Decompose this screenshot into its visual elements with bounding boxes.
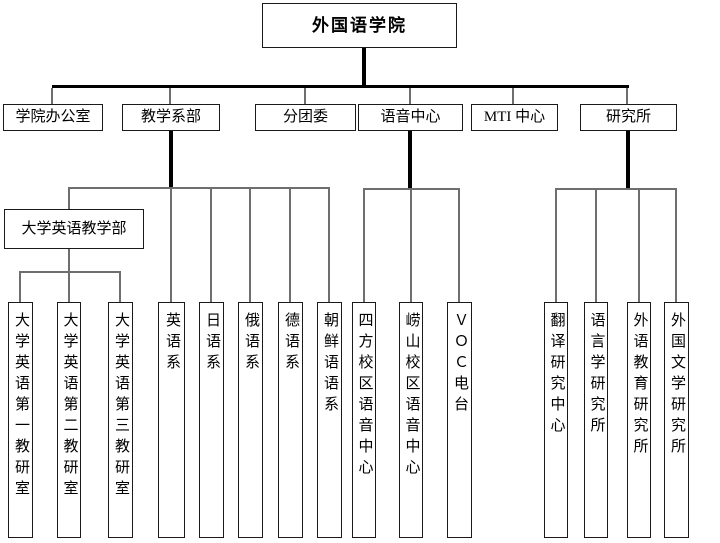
org-box-fl-education-institute: 外语教育研究所 (627, 302, 651, 538)
connector-drop-linguistics (595, 190, 597, 302)
connector-drop-section2 (68, 273, 70, 302)
org-box-english-dept-label: 英语系 (164, 312, 180, 375)
org-box-laoshan-voice-center-label: 崂山校区语音中心 (403, 312, 420, 480)
connector-research-rail (555, 188, 677, 190)
org-box-english-section-3-label: 大学英语第三教研室 (113, 312, 129, 501)
org-box-english-dept: 英语系 (158, 302, 185, 538)
org-box-research-institute: 研究所 (580, 104, 677, 131)
org-box-sifang-voice-center: 四方校区语音中心 (352, 302, 376, 538)
connector-drop-research (626, 88, 628, 105)
org-box-translation-research-center-label: 翻译研究中心 (548, 312, 565, 438)
connector-drop-mti (512, 88, 514, 105)
connector-drop-voc (458, 190, 460, 302)
org-box-research-institute-label: 研究所 (605, 109, 651, 125)
org-box-voc-radio: ＶＯＣ电台 (447, 302, 472, 538)
connector-drop-voice (409, 88, 411, 105)
org-box-fl-education-institute-label: 外语教育研究所 (631, 312, 648, 459)
org-box-voice-center: 语音中心 (358, 104, 463, 131)
org-box-english-section-2: 大学英语第二教研室 (57, 302, 81, 538)
org-box-voc-radio-label: ＶＯＣ电台 (452, 312, 468, 417)
connector-teaching-rail (68, 187, 330, 189)
org-box-translation-research-center: 翻译研究中心 (544, 302, 568, 538)
org-box-linguistics-institute: 语言学研究所 (584, 302, 608, 538)
connector-drop-german (289, 189, 291, 302)
connector-drop-english (170, 189, 172, 302)
org-box-russian-dept: 俄语系 (238, 302, 263, 538)
org-box-english-section-1: 大学英语第一教研室 (8, 302, 33, 538)
connector-drop-foreign-literature (675, 190, 677, 302)
org-box-mti-center: MTI 中心 (471, 104, 558, 131)
connector-teaching-vertical (169, 131, 173, 188)
connector-drop-russian (249, 189, 251, 302)
connector-drop-fl-education (638, 190, 640, 302)
org-box-voice-center-label: 语音中心 (380, 109, 441, 125)
connector-drop-sifang (363, 190, 365, 302)
org-box-foreign-literature-institute-label: 外国文学研究所 (669, 312, 685, 459)
connector-drop-section3 (119, 273, 121, 302)
connector-main-rail (52, 85, 629, 88)
connector-voice-vertical (408, 131, 412, 188)
connector-drop-office (51, 88, 53, 105)
connector-drop-laoshan (410, 190, 412, 302)
connector-drop-teaching (169, 88, 171, 105)
connector-drop-section1 (19, 273, 21, 302)
org-box-root: 外国语学院 (262, 3, 457, 48)
org-box-sifang-voice-center-label: 四方校区语音中心 (356, 312, 373, 480)
org-box-japanese-dept: 日语系 (199, 302, 224, 538)
org-box-english-section-2-label: 大学英语第二教研室 (61, 312, 78, 501)
connector-root-vertical (362, 48, 366, 88)
org-box-laoshan-voice-center: 崂山校区语音中心 (399, 302, 423, 538)
connector-drop-translation (555, 190, 557, 302)
org-box-korean-dept: 朝鲜语语系 (317, 302, 342, 538)
org-box-teaching-departments: 教学系部 (122, 104, 220, 131)
org-box-youth-league-label: 分团委 (282, 109, 328, 125)
org-box-college-english-dept: 大学英语教学部 (4, 209, 144, 249)
connector-drop-korean (328, 189, 330, 302)
connector-research-vertical (626, 131, 630, 188)
org-box-german-dept-label: 德语系 (283, 312, 299, 375)
connector-dept-rail (19, 271, 121, 273)
org-box-english-section-1-label: 大学英语第一教研室 (13, 312, 29, 501)
connector-voice-rail (363, 188, 460, 190)
org-box-russian-dept-label: 俄语系 (243, 312, 259, 375)
connector-drop-college-english-dept (68, 189, 70, 209)
connector-dept-vertical (68, 249, 70, 271)
org-box-mti-center-label: MTI 中心 (483, 109, 546, 125)
org-box-root-label: 外国语学院 (312, 16, 407, 35)
org-box-teaching-departments-label: 教学系部 (140, 109, 201, 125)
org-box-korean-dept-label: 朝鲜语语系 (322, 312, 338, 417)
org-box-foreign-literature-institute: 外国文学研究所 (664, 302, 689, 538)
org-box-german-dept: 德语系 (278, 302, 303, 538)
connector-drop-japanese (210, 189, 212, 302)
connector-drop-league (304, 88, 306, 105)
org-box-college-office-label: 学院办公室 (15, 109, 91, 125)
org-box-japanese-dept-label: 日语系 (204, 312, 220, 375)
org-box-english-section-3: 大学英语第三教研室 (108, 302, 133, 538)
org-box-youth-league: 分团委 (255, 104, 356, 131)
org-box-college-office: 学院办公室 (3, 104, 103, 131)
org-box-college-english-dept-label: 大学英语教学部 (21, 220, 127, 237)
org-box-linguistics-institute-label: 语言学研究所 (588, 312, 605, 438)
